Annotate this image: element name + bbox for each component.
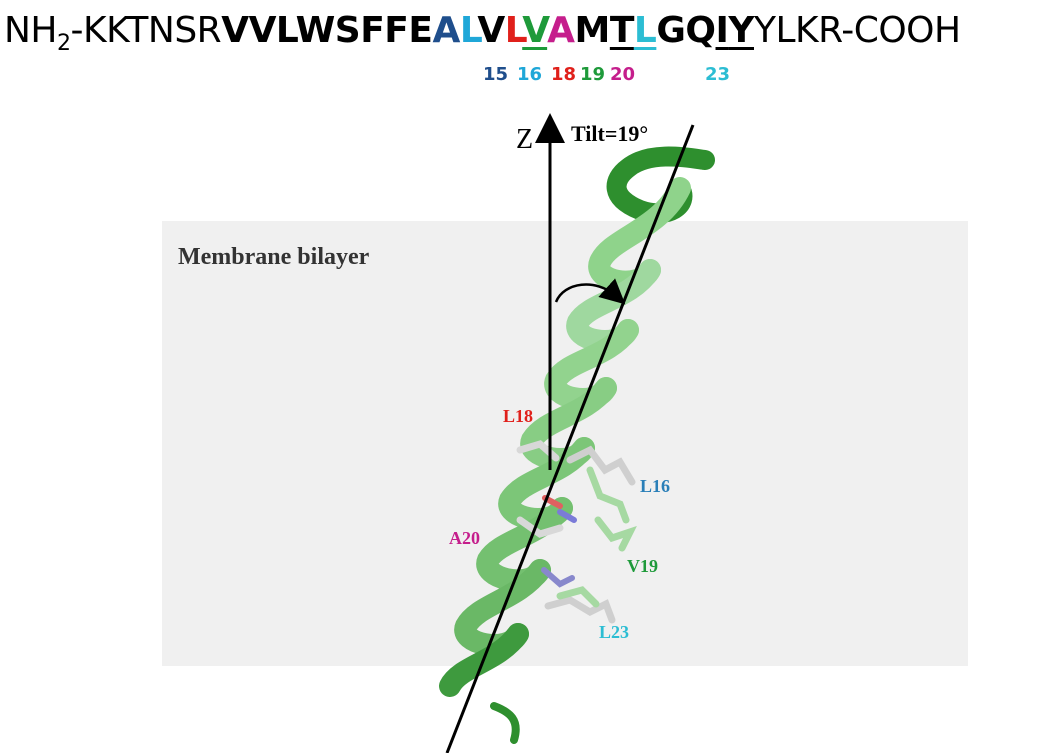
seq-suffix: YLKR-COOH [754,10,961,51]
z-axis-label: Z [516,124,533,155]
seq-residue-26: I [715,10,729,51]
position-20: 20 [610,64,636,85]
seq-residue-18: L [504,10,523,51]
tilt-angle-arc [554,278,626,305]
residue-label-v19: V19 [627,556,658,576]
seq-residue-21: M [574,10,611,51]
residue-label-a20: A20 [449,528,480,548]
seq-hydrophobic-segment: VVLWSFFE [221,10,433,51]
seq-residue-23: L [633,10,657,51]
seq-residue-16: L [459,10,478,51]
tilt-label: Tilt=19° [571,121,648,146]
position-18: 18 [551,64,577,85]
seq-nh: NH [4,10,58,51]
seq-prefix: -KKTNSR [70,10,222,51]
seq-residue-24: G [656,10,686,51]
seq-subscript: 2 [57,31,71,57]
seq-residue-27: Y [728,10,754,51]
membrane-bilayer-label: Membrane bilayer [178,244,370,270]
residue-label-l16: L16 [640,476,670,496]
seq-residue-19: V [522,10,548,51]
peptide-sequence: NH2-KKTNSRVVLWSFFEALVLVAMTLGQIYYLKR-COOH [4,10,961,62]
alpha-helix-ribbon [439,146,715,744]
helix-axis-line [445,124,695,753]
seq-residue-22: T [609,10,635,51]
seq-residue-15: A [432,10,460,51]
seq-residue-25: Q [685,10,716,51]
position-23: 23 [705,64,731,85]
position-19: 19 [580,64,606,85]
seq-residue-17: V [477,10,505,51]
position-15: 15 [483,64,509,85]
position-16: 16 [517,64,543,85]
seq-residue-20: A [547,10,575,51]
residue-label-l18: L18 [503,406,533,426]
residue-label-l23: L23 [599,622,629,642]
